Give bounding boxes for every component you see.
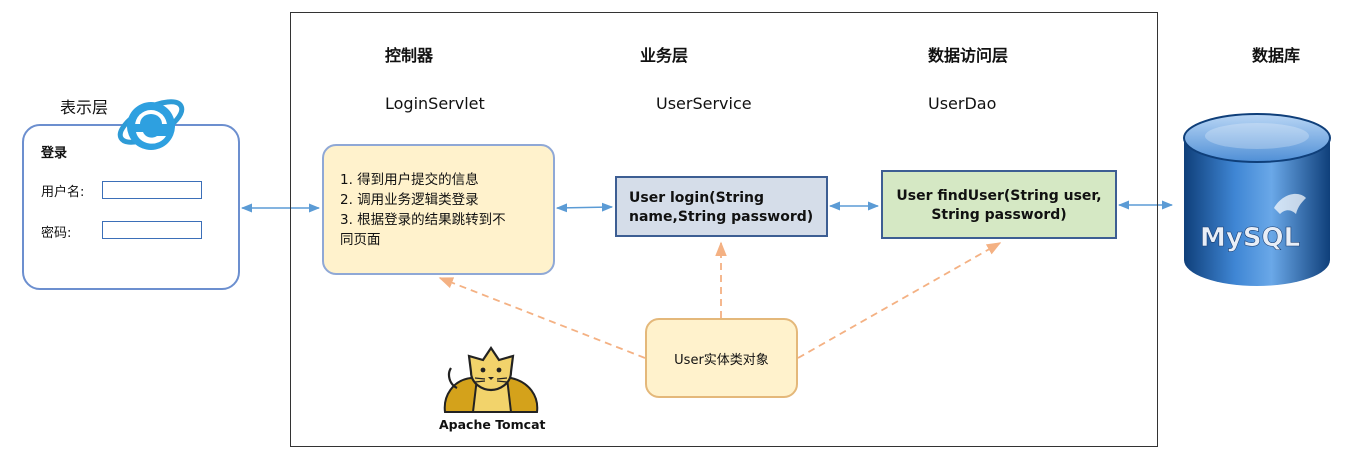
dao-method-line-2: String password) — [931, 207, 1067, 223]
password-input[interactable] — [102, 221, 202, 239]
layer-database-title: 数据库 — [1252, 46, 1301, 65]
dashed-arrow-entity-controller — [438, 277, 646, 359]
controller-step-3: 3. 根据登录的结果跳转到不 — [340, 212, 506, 228]
password-label: 密码: — [41, 226, 72, 241]
tomcat-icon — [443, 346, 539, 413]
service-method-box: User login(String name,String password) — [615, 176, 828, 237]
layer-presentation-title: 表示层 — [60, 98, 109, 117]
controller-box: 1. 得到用户提交的信息 2. 调用业务逻辑类登录 3. 根据登录的结果跳转到不… — [322, 144, 555, 275]
controller-step-3-cont: 同页面 — [340, 232, 381, 248]
mysql-logo-text: MySQL — [1200, 223, 1300, 253]
layer-service-title: 业务层 — [640, 46, 689, 65]
username-input[interactable] — [102, 181, 202, 199]
dao-method-box: User findUser(String user, String passwo… — [881, 170, 1117, 239]
layer-controller-title: 控制器 — [385, 46, 434, 65]
tomcat-caption: Apache Tomcat — [439, 417, 546, 432]
service-method-line-1: User login(String — [629, 190, 765, 206]
user-entity-box: User实体类对象 — [645, 318, 798, 398]
mysql-database-icon: MySQL — [1183, 113, 1331, 286]
internet-explorer-icon — [117, 99, 185, 150]
dao-method-line-1: User findUser(String user, — [896, 188, 1102, 204]
controller-step-1: 1. 得到用户提交的信息 — [340, 172, 479, 188]
class-service: UserService — [656, 94, 752, 113]
user-entity-label: User实体类对象 — [674, 352, 769, 368]
username-label: 用户名: — [41, 185, 85, 200]
arrow-controller-service — [555, 202, 614, 213]
controller-steps: 1. 得到用户提交的信息 2. 调用业务逻辑类登录 3. 根据登录的结果跳转到不… — [340, 170, 506, 250]
layer-dao-title: 数据访问层 — [928, 46, 1009, 65]
controller-step-2: 2. 调用业务逻辑类登录 — [340, 192, 479, 208]
login-title: 登录 — [41, 146, 68, 161]
class-dao: UserDao — [928, 94, 997, 113]
service-method-line-2: name,String password) — [629, 209, 814, 225]
server-frame — [290, 12, 1158, 447]
class-controller: LoginServlet — [385, 94, 485, 113]
dashed-arrow-entity-dao — [797, 242, 1002, 359]
